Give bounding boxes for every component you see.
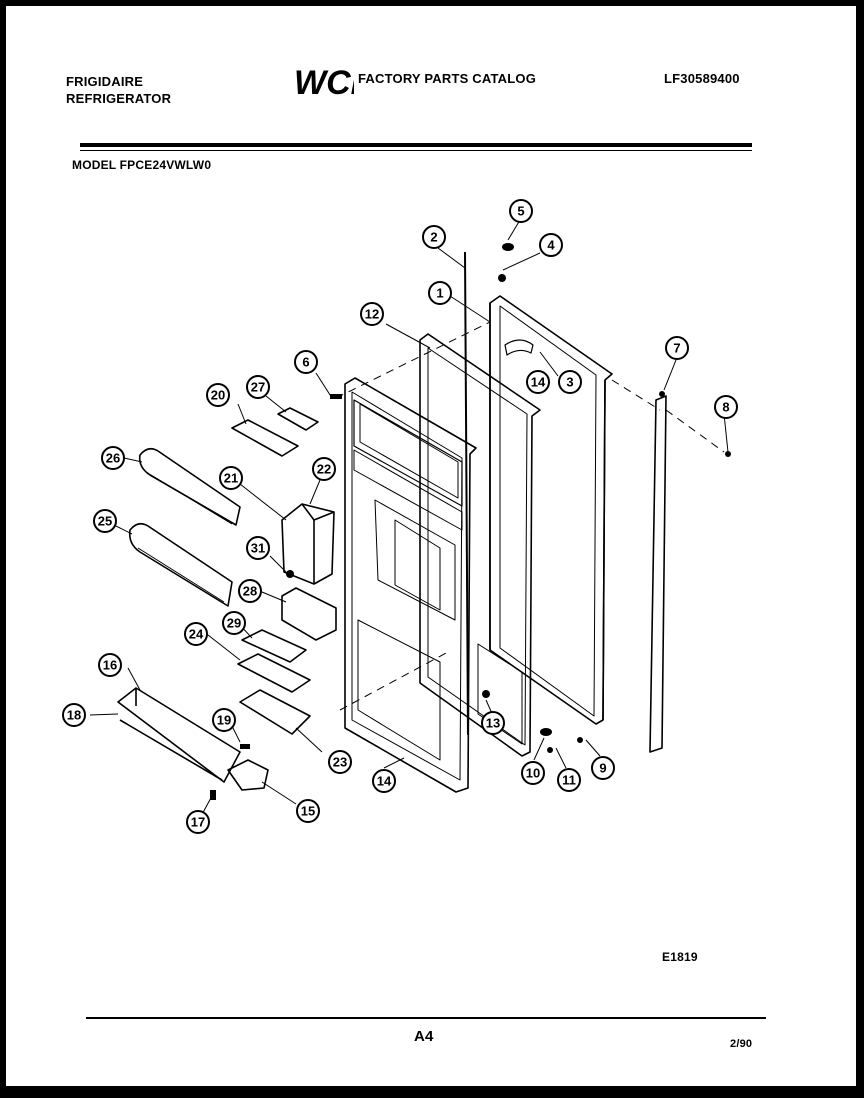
callout-13: 13	[481, 711, 505, 735]
callout-9: 9	[591, 756, 615, 780]
callout-label: 9	[599, 761, 606, 776]
callout-24: 24	[184, 622, 208, 646]
callout-12: 12	[360, 302, 384, 326]
callout-25: 25	[93, 509, 117, 533]
callout-label: 6	[302, 355, 309, 370]
callout-7: 7	[665, 336, 689, 360]
fasteners	[210, 243, 731, 800]
callout-23: 23	[328, 750, 352, 774]
callout-label: 16	[103, 658, 117, 673]
clip	[227, 759, 269, 791]
callout-label: 8	[722, 400, 729, 415]
callout-4: 4	[539, 233, 563, 257]
header-rule	[80, 143, 752, 147]
figure-code: E1819	[662, 950, 698, 964]
callout-10: 10	[521, 761, 545, 785]
door-shelf-25	[128, 522, 233, 607]
callout-label: 7	[673, 341, 680, 356]
callout-21: 21	[219, 466, 243, 490]
callout-label: 5	[517, 204, 524, 219]
callout-label: 19	[217, 713, 231, 728]
callout-11: 11	[557, 768, 581, 792]
callout-label: 25	[98, 514, 112, 529]
header-rule-thin	[80, 150, 752, 151]
bracket	[281, 587, 337, 641]
callout-label: 31	[251, 541, 265, 556]
callout-28: 28	[238, 579, 262, 603]
callout-5: 5	[509, 199, 533, 223]
callout-label: 27	[251, 380, 265, 395]
callout-label: 17	[191, 815, 205, 830]
document-number: LF30589400	[664, 71, 740, 86]
door-gasket	[419, 333, 541, 757]
bottle-shelf	[117, 687, 241, 783]
wci-logo: WCI	[294, 64, 354, 100]
outer-door-panel	[489, 295, 613, 725]
callout-label: 2	[430, 230, 437, 245]
callout-8: 8	[714, 395, 738, 419]
callout-label: 29	[227, 616, 241, 631]
model-label: MODEL FPCE24VWLW0	[72, 158, 212, 172]
callout-2: 2	[422, 225, 446, 249]
door-shelf-26	[138, 447, 241, 526]
wci-logo-text: WCI	[294, 64, 354, 100]
catalog-page	[6, 6, 856, 1086]
callout-label: 14	[377, 774, 392, 789]
hinge-strip	[464, 251, 469, 736]
butter-bin-24	[237, 653, 311, 693]
callout-label: 15	[301, 804, 315, 819]
callout-22: 22	[312, 457, 336, 481]
callout-31: 31	[246, 536, 270, 560]
callout-17: 17	[186, 810, 210, 834]
callout-3: 3	[558, 370, 582, 394]
callout-label: 23	[333, 755, 347, 770]
callout-20: 20	[206, 383, 230, 407]
callout-29: 29	[222, 611, 246, 635]
callout-label: 24	[189, 627, 204, 642]
callout-label: 13	[486, 716, 500, 731]
callout-label: 12	[365, 307, 379, 322]
revision-date: 2/90	[730, 1038, 753, 1050]
door-trim	[649, 395, 667, 753]
callout-label: 22	[317, 462, 331, 477]
callout-15: 15	[296, 799, 320, 823]
callout-label: 21	[224, 471, 238, 486]
callout-27: 27	[246, 375, 270, 399]
callout-label: 4	[547, 238, 555, 253]
egg-tray-cover	[277, 407, 319, 431]
bin-23	[239, 689, 311, 735]
dairy-compartment	[281, 503, 335, 585]
footer-rule	[86, 1017, 766, 1019]
callout-label: 3	[566, 375, 573, 390]
callout-label: 28	[243, 584, 257, 599]
callout-16: 16	[98, 653, 122, 677]
inner-door-liner	[344, 377, 477, 793]
page-number: A4	[414, 1028, 434, 1045]
catalog-title: FACTORY PARTS CATALOG	[358, 71, 537, 86]
callout-label: 10	[526, 766, 540, 781]
product-type: REFRIGERATOR	[66, 91, 172, 106]
callout-label: 18	[67, 708, 81, 723]
butter-bin-29	[241, 629, 307, 663]
callout-label: 1	[436, 286, 443, 301]
callout-label: 20	[211, 388, 225, 403]
callout-1: 1	[428, 281, 452, 305]
callout-label: 14	[531, 375, 546, 390]
callout-19: 19	[212, 708, 236, 732]
callout-label: 11	[562, 773, 576, 788]
callout-26: 26	[101, 446, 125, 470]
callout-6: 6	[294, 350, 318, 374]
egg-tray	[231, 419, 299, 457]
brand-block: FRIGIDAIRE REFRIGERATOR	[66, 73, 171, 107]
callout-label: 26	[106, 451, 120, 466]
callout-18: 18	[62, 703, 86, 727]
callout-14: 14	[526, 370, 550, 394]
brand-name: FRIGIDAIRE	[66, 74, 144, 89]
callout-14: 14	[372, 769, 396, 793]
